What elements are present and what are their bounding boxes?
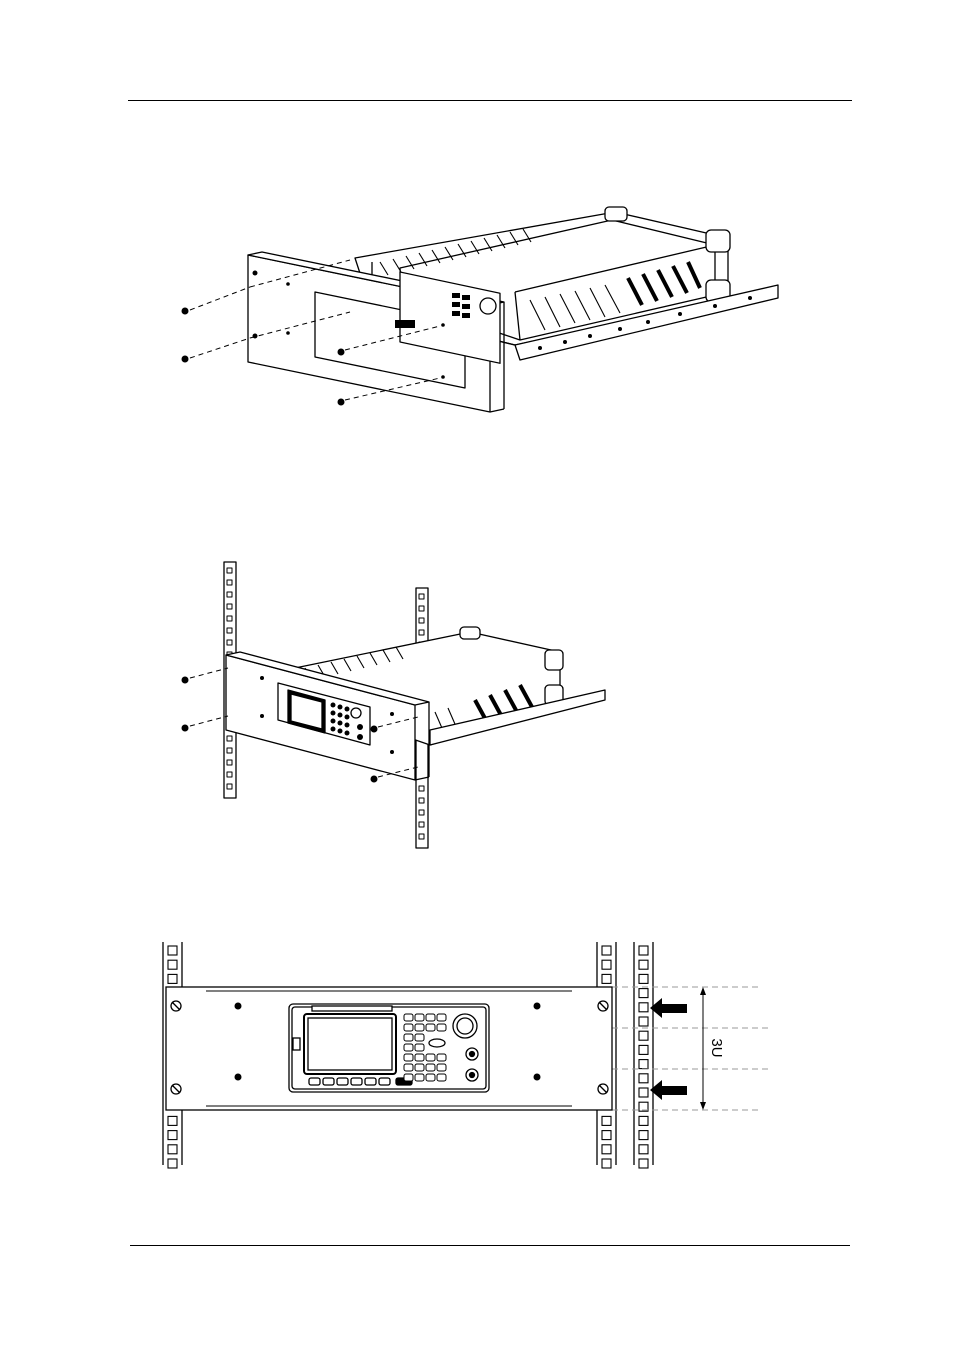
bumper-top-back bbox=[605, 207, 627, 221]
keypad-key bbox=[404, 1014, 413, 1021]
keypad-key bbox=[437, 1074, 446, 1081]
instrument-knob bbox=[480, 298, 496, 314]
rack-front-view-figure: 3U bbox=[150, 938, 780, 1170]
rack-hole bbox=[639, 1088, 648, 1097]
keypad-key bbox=[415, 1034, 424, 1041]
keypad-key bbox=[404, 1064, 413, 1071]
keypad-key bbox=[426, 1024, 435, 1031]
rack-hole bbox=[639, 974, 648, 983]
keypad-key bbox=[404, 1044, 413, 1051]
rack-hole bbox=[639, 1031, 648, 1040]
rack-hole bbox=[602, 1116, 611, 1125]
rack-hole bbox=[639, 989, 648, 998]
rack-hole bbox=[639, 960, 648, 969]
rack-hole bbox=[639, 946, 648, 955]
rack-hole bbox=[639, 1003, 648, 1012]
rack-hole bbox=[602, 1145, 611, 1154]
arrow-lower bbox=[650, 1080, 687, 1100]
keypad-key bbox=[437, 1014, 446, 1021]
keypad-key bbox=[426, 1074, 435, 1081]
keypad-key bbox=[437, 1024, 446, 1031]
rack-hole bbox=[602, 974, 611, 983]
keypad-key bbox=[437, 1064, 446, 1071]
rack-mounting-figure bbox=[170, 558, 620, 853]
rack-hole bbox=[602, 960, 611, 969]
rack-hole bbox=[639, 1159, 648, 1168]
rack-hole bbox=[639, 1145, 648, 1154]
instrument-knob bbox=[351, 708, 361, 718]
keypad-key bbox=[415, 1024, 424, 1031]
keypad-key bbox=[415, 1064, 424, 1071]
rack-hole bbox=[168, 1159, 177, 1168]
footer-rule bbox=[130, 1245, 850, 1246]
keypad-key bbox=[404, 1054, 413, 1061]
rack-hole bbox=[168, 1145, 177, 1154]
rack-hole bbox=[602, 1159, 611, 1168]
rack-hole bbox=[602, 1131, 611, 1140]
header-rule bbox=[128, 100, 852, 101]
keypad-key bbox=[415, 1074, 424, 1081]
keypad-key bbox=[415, 1054, 424, 1061]
front-panel-assembly-figure bbox=[160, 195, 800, 425]
keypad-key bbox=[426, 1014, 435, 1021]
arrow-upper bbox=[650, 998, 687, 1018]
keypad-key bbox=[415, 1014, 424, 1021]
usb-port bbox=[293, 1038, 300, 1050]
keypad-key bbox=[415, 1044, 424, 1051]
rack-hole bbox=[639, 1131, 648, 1140]
bumper-right bbox=[545, 650, 563, 670]
bumper-right-top bbox=[706, 230, 730, 252]
rack-hole bbox=[639, 1060, 648, 1069]
keypad-key bbox=[426, 1064, 435, 1071]
keypad-key bbox=[404, 1024, 413, 1031]
instrument-top-slot bbox=[312, 1006, 392, 1011]
unit-guides bbox=[612, 987, 768, 1110]
rack-hole bbox=[168, 960, 177, 969]
height-label: 3U bbox=[708, 1038, 725, 1057]
rack-hole bbox=[168, 946, 177, 955]
softkeys bbox=[309, 1078, 412, 1085]
bumper-back bbox=[460, 627, 480, 639]
rack-hole bbox=[639, 1116, 648, 1125]
rack-hole bbox=[639, 1074, 648, 1083]
keypad-key bbox=[426, 1054, 435, 1061]
rack-hole bbox=[168, 1116, 177, 1125]
rack-hole bbox=[639, 1045, 648, 1054]
rack-hole bbox=[168, 1131, 177, 1140]
keypad-key bbox=[404, 1074, 413, 1081]
rack-hole bbox=[602, 946, 611, 955]
keypad-key bbox=[437, 1054, 446, 1061]
keypad-key bbox=[404, 1034, 413, 1041]
rack-hole bbox=[639, 1017, 648, 1026]
rack-hole bbox=[168, 974, 177, 983]
